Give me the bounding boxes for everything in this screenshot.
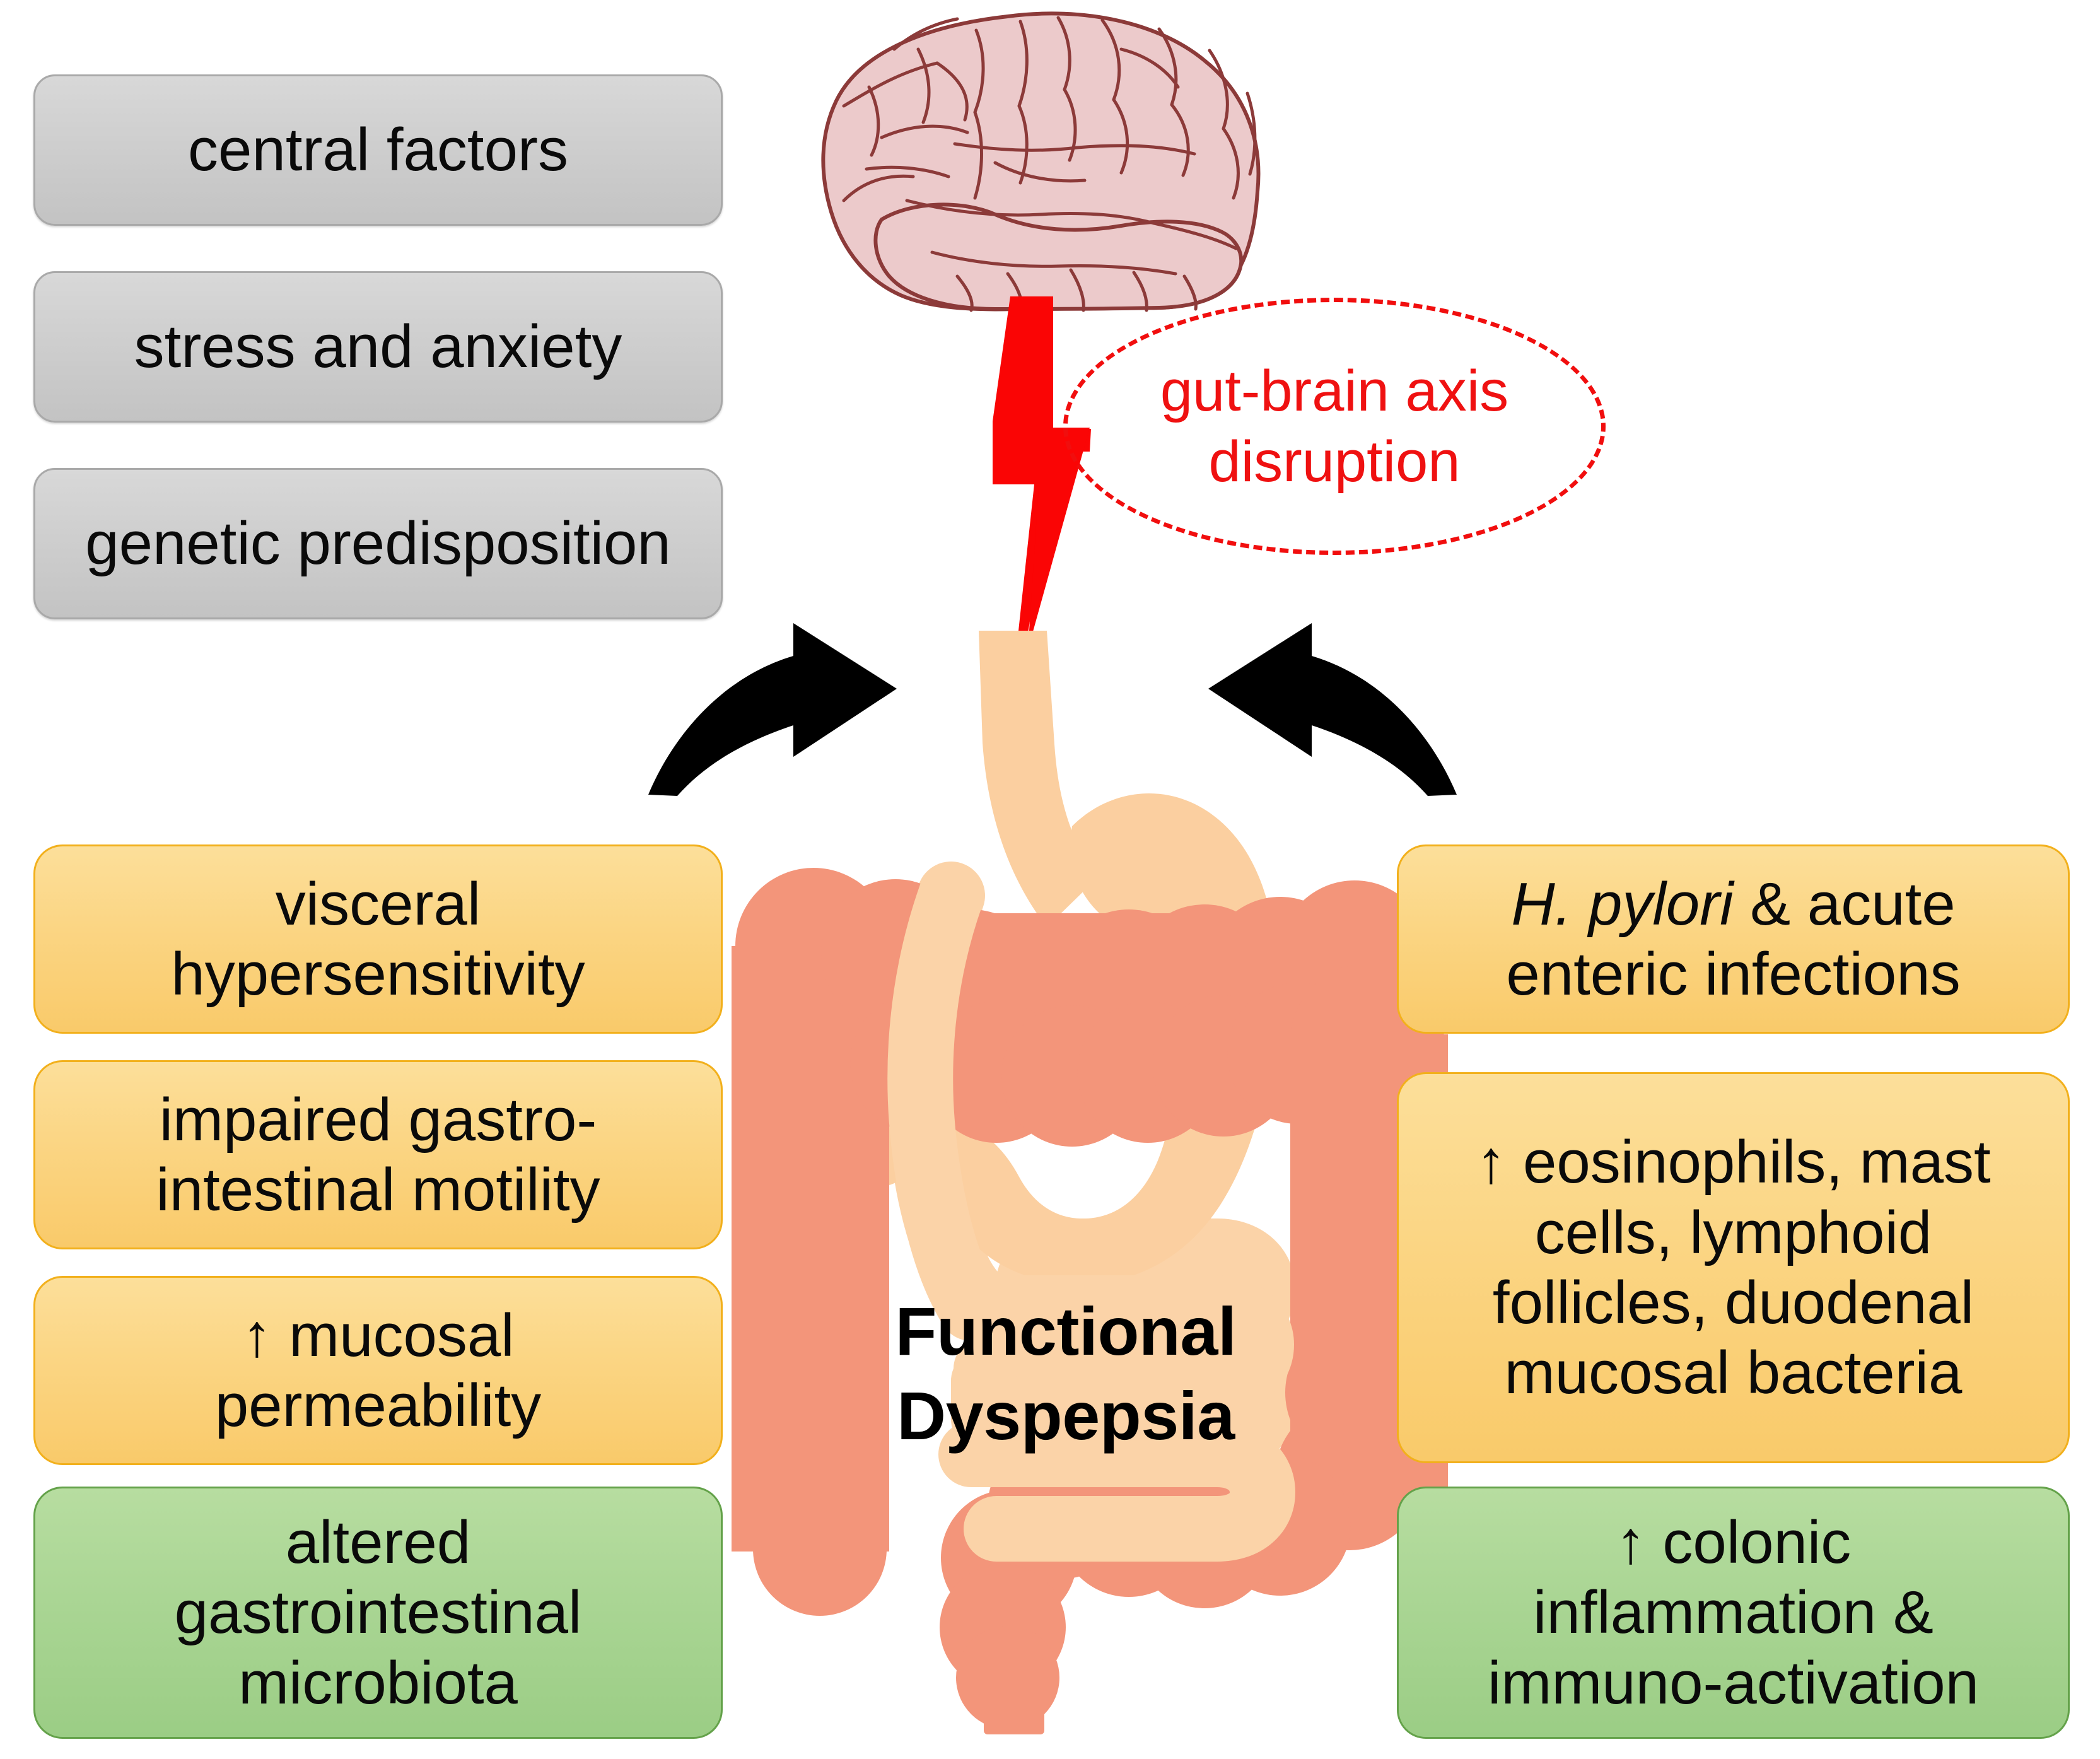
- lightning-bolt-icon: [993, 296, 1091, 650]
- box-label-rest: & acute: [1733, 870, 1956, 938]
- box-label-line2: enteric infections: [1506, 940, 1961, 1008]
- box-label: ↑ mucosal permeability: [214, 1301, 542, 1439]
- box-h-pylori-infections[interactable]: H. pylori & acute enteric infections: [1397, 844, 2070, 1034]
- box-stress-anxiety[interactable]: stress and anxiety: [33, 271, 723, 423]
- box-altered-microbiota[interactable]: altered gastrointestinal microbiota: [33, 1487, 723, 1739]
- functional-dyspepsia-label: Functional Dyspepsia: [895, 1292, 1237, 1454]
- box-visceral-hypersensitivity[interactable]: visceral hypersensitivity: [33, 844, 723, 1034]
- gut-brain-axis-annotation: gut-brain axis disruption: [1063, 298, 1606, 555]
- box-label-italic: H. pylori: [1511, 870, 1734, 938]
- curved-arrow-left-icon: [1208, 623, 1457, 796]
- box-central-factors[interactable]: central factors: [33, 74, 723, 226]
- gut-brain-axis-label: gut-brain axis disruption: [1160, 358, 1509, 494]
- box-label: stress and anxiety: [134, 313, 622, 381]
- curved-arrow-right-icon: [648, 623, 897, 796]
- box-impaired-motility[interactable]: impaired gastro- intestinal motility: [33, 1060, 723, 1249]
- box-immune-cells[interactable]: ↑ eosinophils, mast cells, lymphoid foll…: [1397, 1072, 2070, 1463]
- box-label: altered gastrointestinal microbiota: [174, 1508, 582, 1717]
- box-colonic-inflammation[interactable]: ↑ colonic inflammation & immuno-activati…: [1397, 1487, 2070, 1739]
- box-label: impaired gastro- intestinal motility: [156, 1085, 600, 1224]
- box-label: central factors: [188, 116, 568, 184]
- box-label: visceral hypersensitivity: [171, 870, 585, 1008]
- box-genetic-predisposition[interactable]: genetic predisposition: [33, 468, 723, 619]
- page-title: Functional Dyspepsia: [845, 1205, 1286, 1458]
- box-label: ↑ colonic inflammation & immuno-activati…: [1488, 1508, 1979, 1717]
- brain-icon: [821, 11, 1261, 312]
- box-label: ↑ eosinophils, mast cells, lymphoid foll…: [1476, 1128, 1991, 1407]
- box-label: H. pylori & acute enteric infections: [1413, 869, 2054, 1010]
- box-mucosal-permeability[interactable]: ↑ mucosal permeability: [33, 1276, 723, 1465]
- stomach-icon: [861, 631, 1277, 1285]
- box-label: genetic predisposition: [85, 510, 671, 578]
